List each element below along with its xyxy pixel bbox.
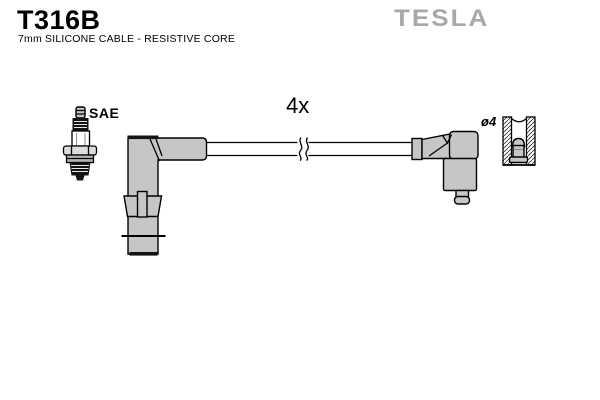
diameter-label: ø4	[481, 114, 497, 129]
sleeve-top-rim	[511, 117, 527, 123]
connector-tip	[453, 195, 471, 205]
boot-latch	[136, 190, 148, 218]
plug-terminal-nut	[75, 106, 86, 119]
sae-terminal-label: SAE	[89, 105, 120, 121]
inner-terminal-dome	[511, 137, 526, 148]
boot-bend-creases	[428, 134, 453, 157]
cable-ferrule	[411, 137, 423, 161]
boot-bottom-opening	[129, 252, 158, 256]
cable-break-mark	[298, 137, 303, 161]
plug-boot-left	[121, 135, 208, 256]
connector-boot-right	[411, 130, 479, 205]
brand-logo: TESLA	[394, 4, 490, 32]
boot-top-opening	[127, 135, 159, 140]
cable-break-mark	[305, 137, 309, 161]
quantity-label: 4x	[286, 93, 310, 118]
boot-bend-creases	[149, 138, 163, 162]
spark-plug-drawing	[62, 106, 98, 181]
cable-description: 7mm SILICONE CABLE - RESISTIVE CORE	[18, 33, 236, 45]
plug-hex-nut	[62, 145, 98, 156]
ignition-cable	[206, 137, 412, 161]
plug-electrode	[75, 175, 85, 181]
socket-cross-section	[502, 116, 536, 166]
inner-terminal-flange	[508, 156, 529, 164]
plug-insulator	[71, 130, 91, 147]
part-number: T316B	[17, 5, 101, 35]
